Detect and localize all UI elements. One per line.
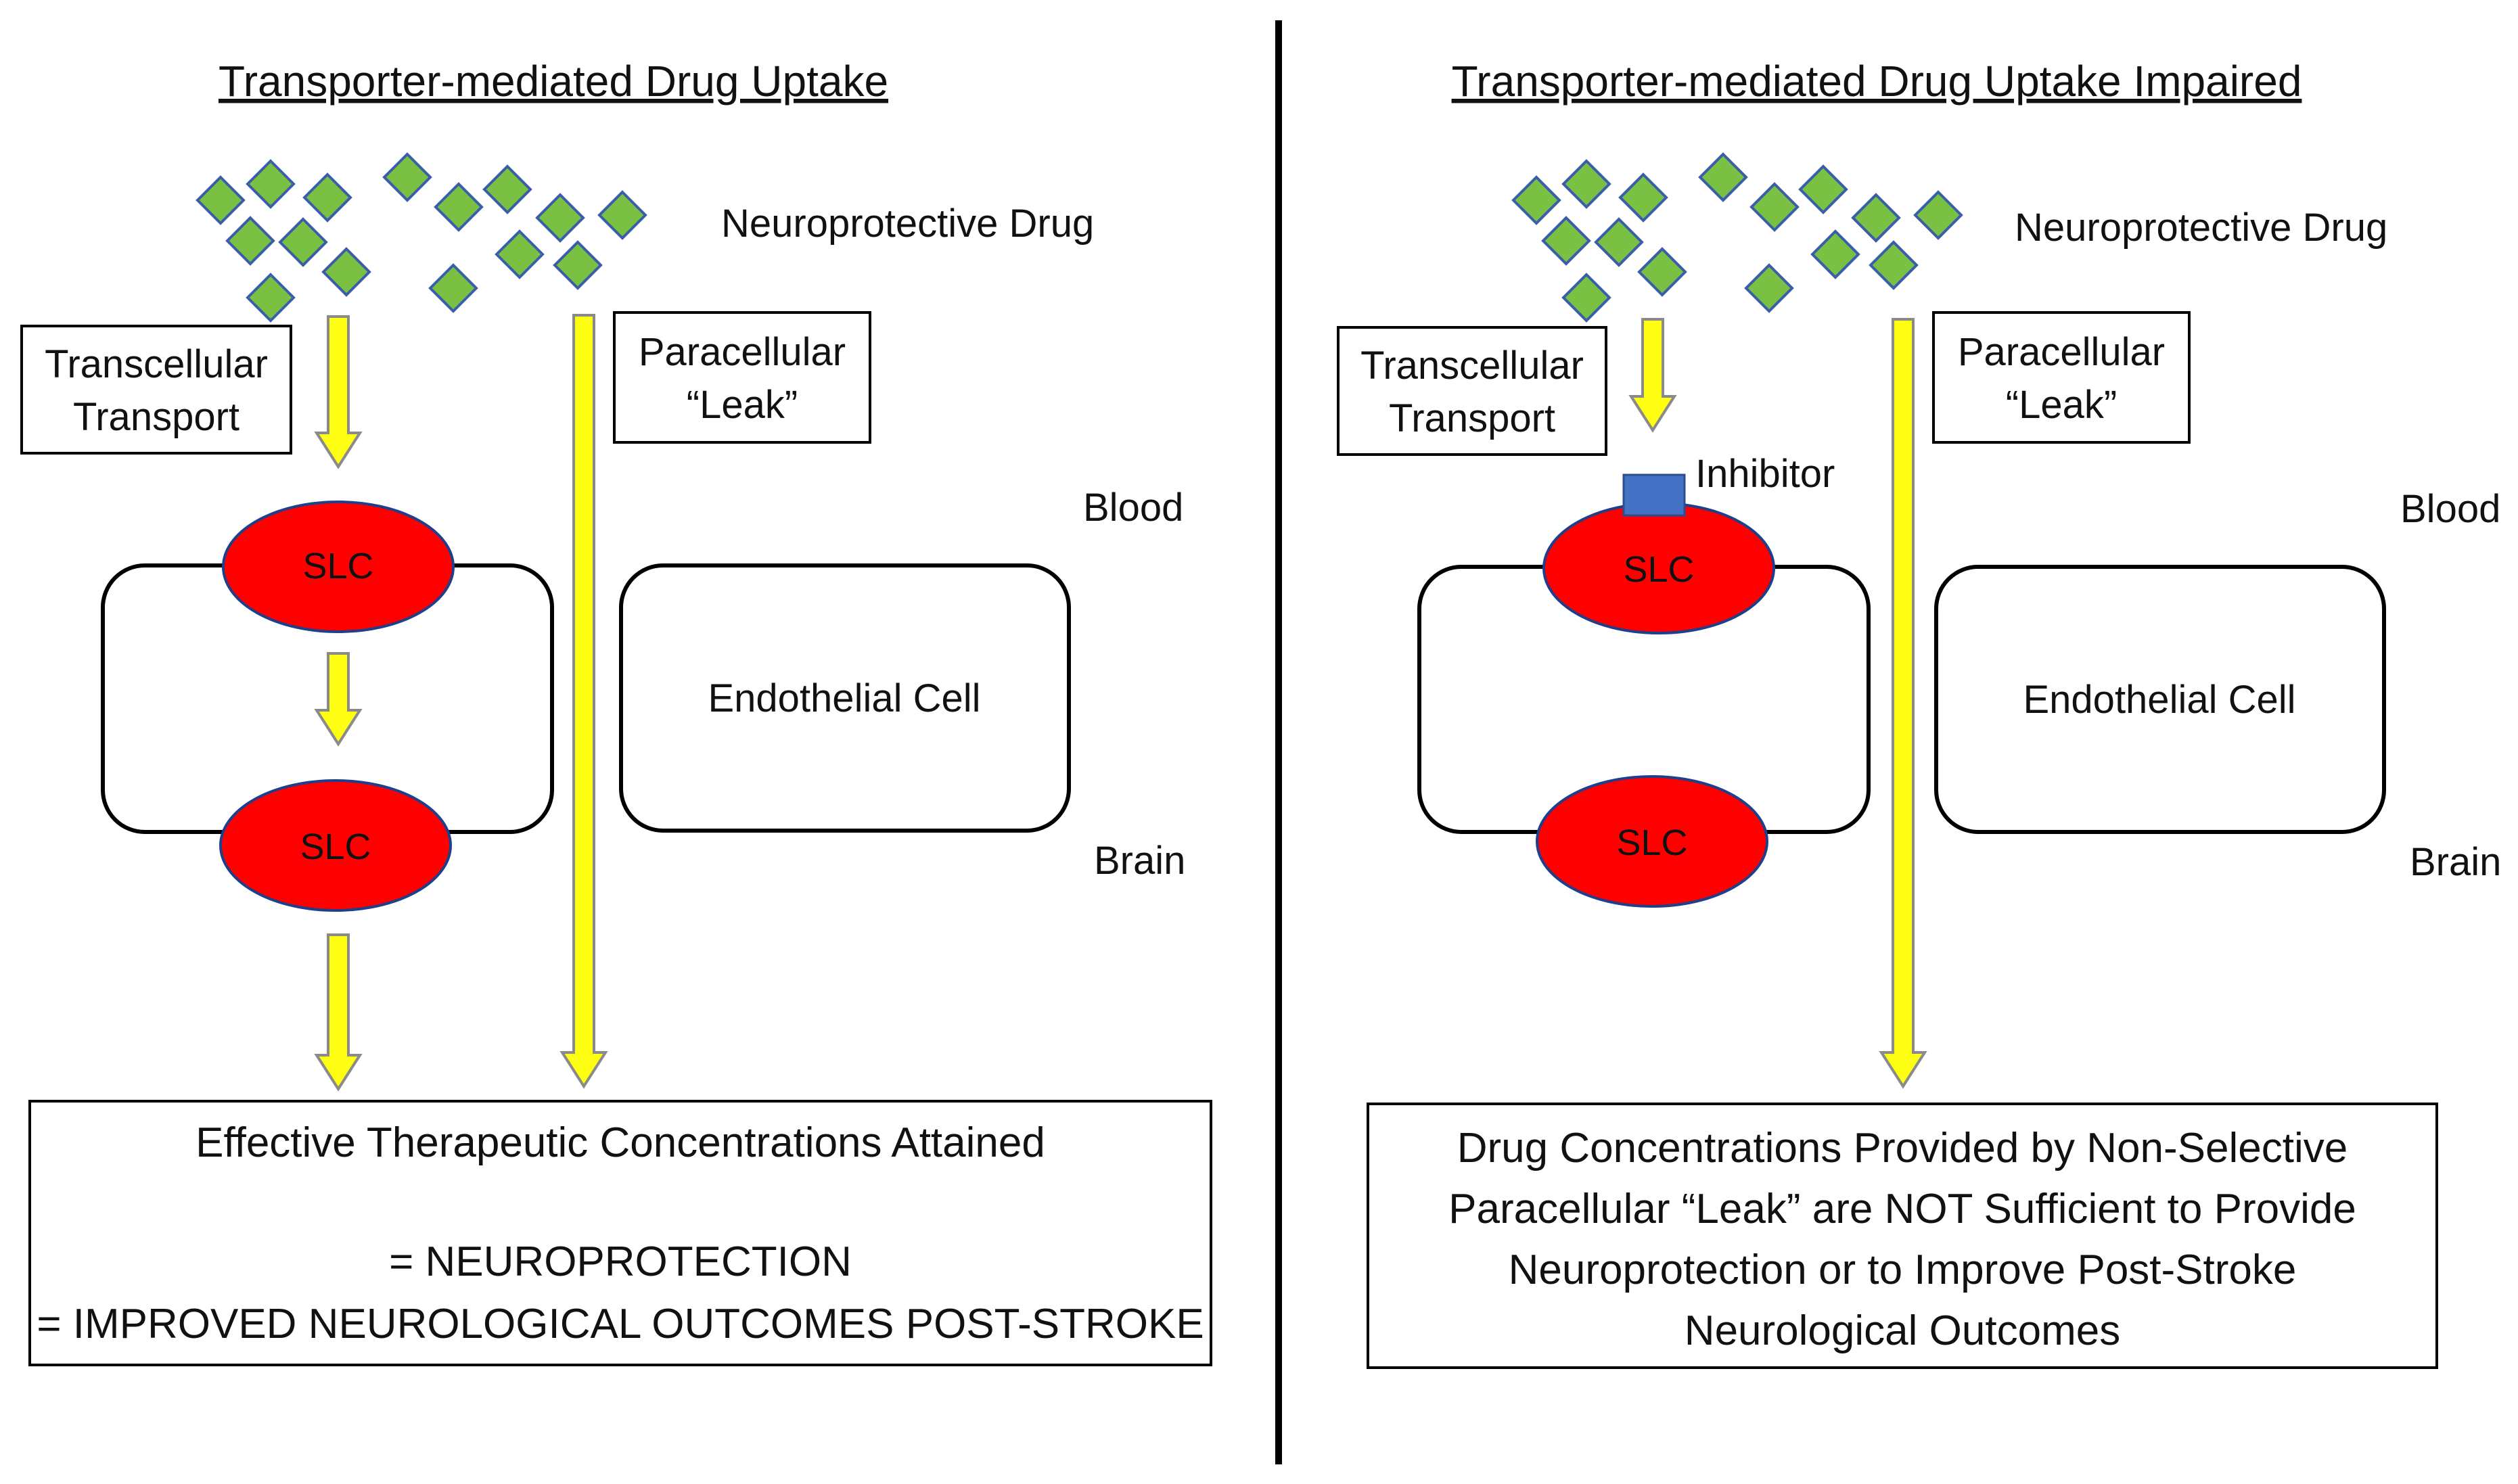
left-endothelial-cell: [619, 563, 1071, 833]
drug-molecule-icon: [302, 172, 352, 223]
drug-molecule-icon: [1744, 263, 1794, 313]
drug-molecule-icon: [1561, 273, 1611, 323]
drug-molecule-icon: [1618, 172, 1668, 223]
right-transcellular-box: [1337, 326, 1607, 456]
left-outcome-box: [28, 1100, 1212, 1366]
left-slc-bottom-transporter: [219, 779, 452, 912]
drug-molecule-icon: [434, 182, 484, 232]
left-panel-title: Transporter-mediated Drug Uptake: [219, 57, 888, 106]
right-outcome-line1: Drug Concentrations Provided by Non-Sele…: [1457, 1125, 2348, 1172]
inhibitor-label: Inhibitor: [1695, 452, 1835, 496]
left-transcellular-arrow-in: [314, 315, 363, 469]
left-transcellular-box: [20, 325, 292, 455]
right-paracellular-box: [1932, 311, 2191, 444]
left-panel: Transporter-mediated Drug Uptake Neuropr…: [20, 57, 1212, 1366]
left-blood-label: Blood: [1083, 486, 1183, 530]
drug-molecule-icon: [1869, 240, 1919, 290]
drug-molecule-icon: [246, 159, 296, 209]
right-outcome-line4: Neurological Outcomes: [1685, 1307, 2120, 1354]
drug-molecule-icon: [1749, 182, 1800, 232]
right-transcellular-arrow-in: [1628, 318, 1677, 433]
drug-molecule-icon: [246, 273, 296, 323]
drug-molecule-icon: [1798, 164, 1848, 214]
drug-molecule-icon: [1698, 152, 1748, 202]
drug-molecule-icon: [196, 175, 246, 225]
right-paracellular-arrow: [1879, 318, 1927, 1089]
right-outcome-box: [1367, 1103, 2438, 1369]
right-transcellular-label-line2: Transport: [1389, 396, 1555, 440]
drug-molecule-icon: [1511, 175, 1561, 225]
right-blood-label: Blood: [2400, 487, 2500, 531]
left-brain-label: Brain: [1094, 839, 1185, 883]
right-panel: Transporter-mediated Drug Uptake Impaire…: [1337, 57, 2501, 1369]
drug-molecule-icon: [278, 217, 328, 267]
right-endothelial-cell-label: Endothelial Cell: [2023, 678, 2295, 722]
drug-molecule-icon: [1594, 217, 1644, 267]
left-outcome-line1: Effective Therapeutic Concentrations Att…: [196, 1119, 1045, 1166]
right-outcome-line3: Neuroprotection or to Improve Post-Strok…: [1509, 1247, 2297, 1293]
drug-molecule-icon: [1851, 193, 1901, 243]
right-transcellular-label-line1: Transcellular: [1360, 344, 1584, 388]
drug-molecule-icon: [1913, 190, 1963, 240]
left-paracellular-label-line2: “Leak”: [687, 383, 798, 427]
left-paracellular-label-line1: Paracellular: [639, 330, 846, 374]
left-slc-top-transporter: [222, 501, 455, 633]
drug-molecule-icon: [428, 263, 478, 313]
drug-molecule-icon: [482, 164, 532, 214]
inhibitor-block: [1622, 473, 1686, 517]
drug-molecule-icon: [321, 247, 371, 297]
drug-molecule-icon: [1541, 216, 1591, 266]
left-transcellular-arrow-middle: [314, 652, 363, 747]
right-brain-label: Brain: [2410, 840, 2501, 884]
left-paracellular-arrow: [559, 314, 608, 1089]
left-transcellular-label-line1: Transcellular: [45, 342, 268, 386]
right-paracellular-label-line1: Paracellular: [1958, 330, 2165, 374]
right-drug-label: Neuroprotective Drug: [2015, 206, 2387, 250]
left-slc-top-label: SLC: [302, 546, 373, 586]
drug-molecule-icon: [553, 240, 603, 290]
left-slc-bottom-label: SLC: [300, 827, 371, 867]
drug-molecule-icon: [1561, 159, 1611, 209]
right-drug-cluster: [1511, 152, 1963, 323]
drug-molecule-icon: [495, 229, 545, 279]
left-drug-cluster: [196, 152, 647, 323]
right-panel-title: Transporter-mediated Drug Uptake Impaire…: [1452, 57, 2302, 106]
drug-molecule-icon: [597, 190, 647, 240]
left-paracellular-box: [613, 311, 871, 444]
right-slc-bottom-transporter: [1536, 775, 1768, 908]
left-transcellular-label-line2: Transport: [73, 395, 239, 439]
right-paracellular-label-line2: “Leak”: [2006, 383, 2117, 427]
left-outcome-line3: = IMPROVED NEUROLOGICAL OUTCOMES POST-ST…: [37, 1301, 1204, 1347]
drug-molecule-icon: [535, 193, 585, 243]
drug-molecule-icon: [1810, 229, 1860, 279]
left-outcome-line2: = NEUROPROTECTION: [389, 1238, 852, 1285]
right-slc-top-label: SLC: [1623, 549, 1694, 590]
right-endothelial-cell: [1934, 565, 2386, 834]
left-drug-label: Neuroprotective Drug: [721, 202, 1094, 246]
left-endothelial-cell-label: Endothelial Cell: [708, 676, 980, 720]
left-transcellular-arrow-out: [314, 933, 363, 1092]
right-slc-bottom-label: SLC: [1616, 822, 1687, 863]
right-outcome-line2: Paracellular “Leak” are NOT Sufficient t…: [1448, 1186, 2356, 1232]
drug-molecule-icon: [1637, 247, 1687, 297]
drug-molecule-icon: [225, 216, 275, 266]
drug-molecule-icon: [382, 152, 432, 202]
